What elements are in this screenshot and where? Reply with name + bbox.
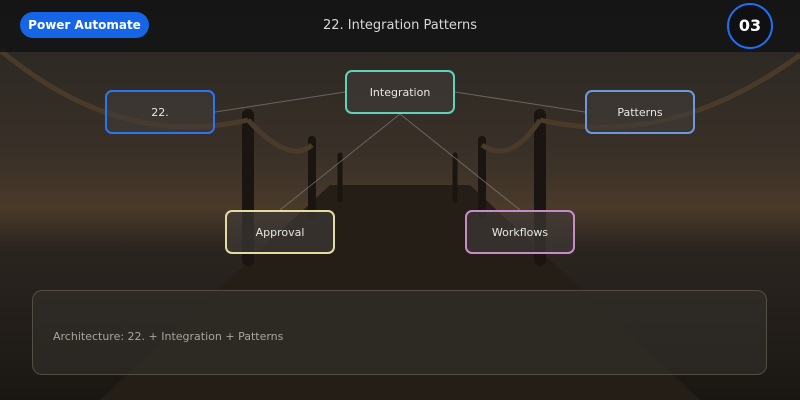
summary-text: Architecture: 22. + Integration + Patter… <box>53 330 284 343</box>
node-approval[interactable]: Approval <box>225 210 335 254</box>
header-bar: Power Automate 22. Integration Patterns … <box>0 0 800 52</box>
page-title: 22. Integration Patterns <box>322 18 478 33</box>
edge-integration-approval <box>279 113 401 211</box>
edge-integration-workflows <box>399 113 521 211</box>
node-workflows[interactable]: Workflows <box>465 210 575 254</box>
slide-number-badge: 03 <box>727 3 773 49</box>
edge-integration-22 <box>214 91 346 113</box>
node-patterns[interactable]: Patterns <box>585 90 695 134</box>
summary-panel: Architecture: 22. + Integration + Patter… <box>32 290 767 375</box>
edge-integration-patterns <box>454 91 586 113</box>
brand-badge[interactable]: Power Automate <box>20 12 149 38</box>
node-integration[interactable]: Integration <box>345 70 455 114</box>
node-22[interactable]: 22. <box>105 90 215 134</box>
